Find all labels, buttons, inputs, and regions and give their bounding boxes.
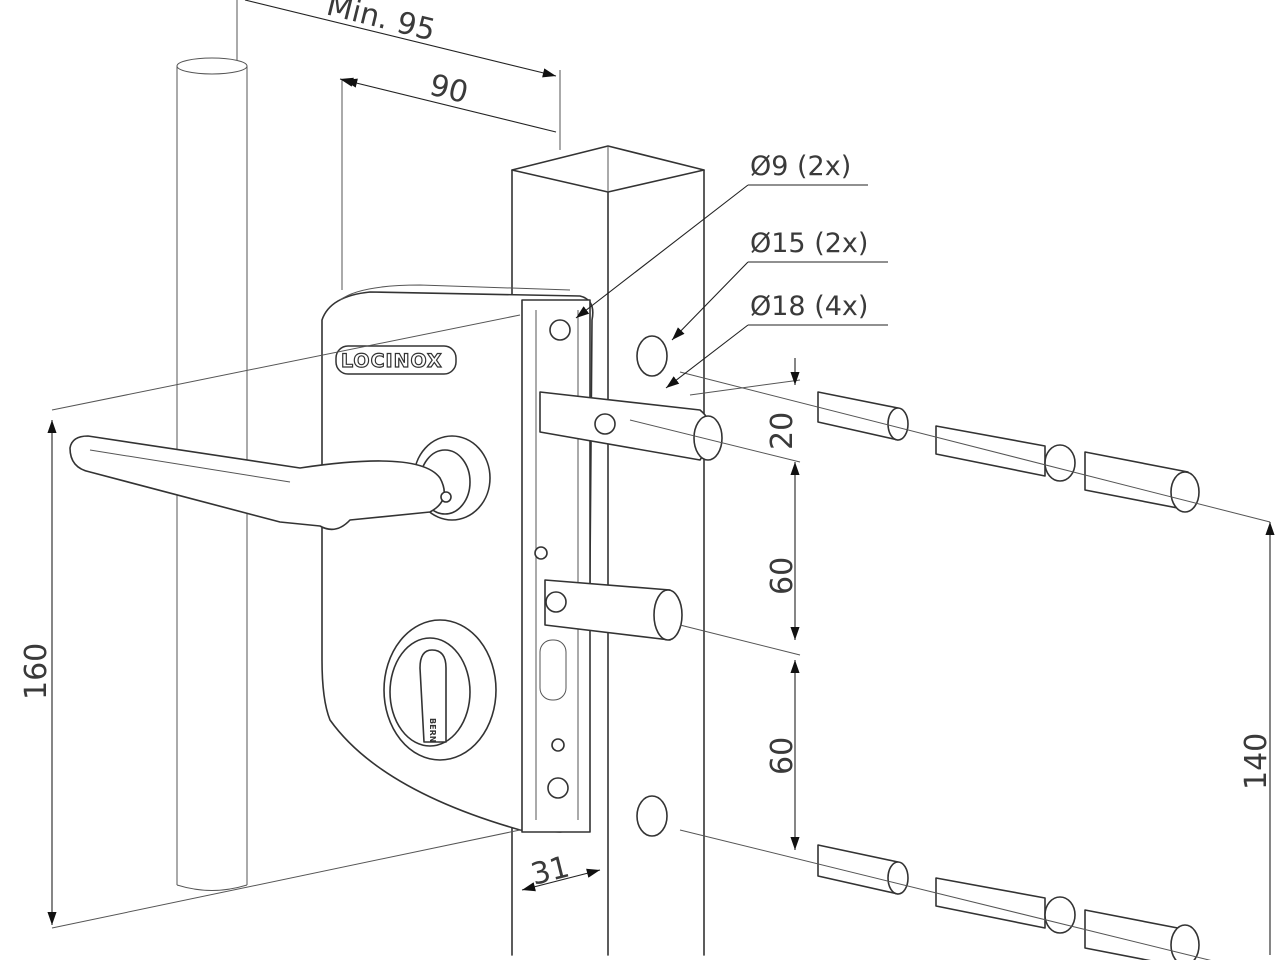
- screw-icon: [549, 319, 571, 341]
- dead-bolt: [544, 579, 683, 641]
- dim-90: 90: [426, 68, 472, 111]
- fixing-set-top: [817, 391, 1200, 513]
- dim-60-upper: 60: [765, 557, 800, 595]
- dim-140: 140: [1239, 733, 1274, 790]
- post-holes: [636, 335, 668, 837]
- screw-icon: [547, 777, 569, 799]
- extension-lines: [51, 0, 1271, 960]
- hole-d15-label: Ø15 (2x): [750, 228, 868, 259]
- brand-logo: LOCINOX: [341, 350, 443, 372]
- dim-20: 20: [765, 412, 800, 450]
- screw-icon: [551, 738, 565, 752]
- dim-60-lower: 60: [765, 737, 800, 775]
- brand-plate: [335, 345, 457, 375]
- lever-handle: [69, 435, 491, 531]
- latch-bolt: [539, 391, 723, 461]
- dimension-lines: [47, 0, 1275, 955]
- dim-min-95: Min. 95: [323, 0, 439, 48]
- cylinder-brand: BERN: [428, 718, 437, 742]
- hole-d9-label: Ø9 (2x): [750, 151, 851, 182]
- dim-31: 31: [527, 850, 573, 893]
- fixing-set-bottom: [817, 844, 1200, 960]
- screw-icon: [534, 546, 548, 560]
- hole-d18-label: Ø18 (4x): [750, 291, 868, 322]
- lock-cylinder: BERN: [383, 619, 497, 761]
- dim-160: 160: [19, 643, 54, 700]
